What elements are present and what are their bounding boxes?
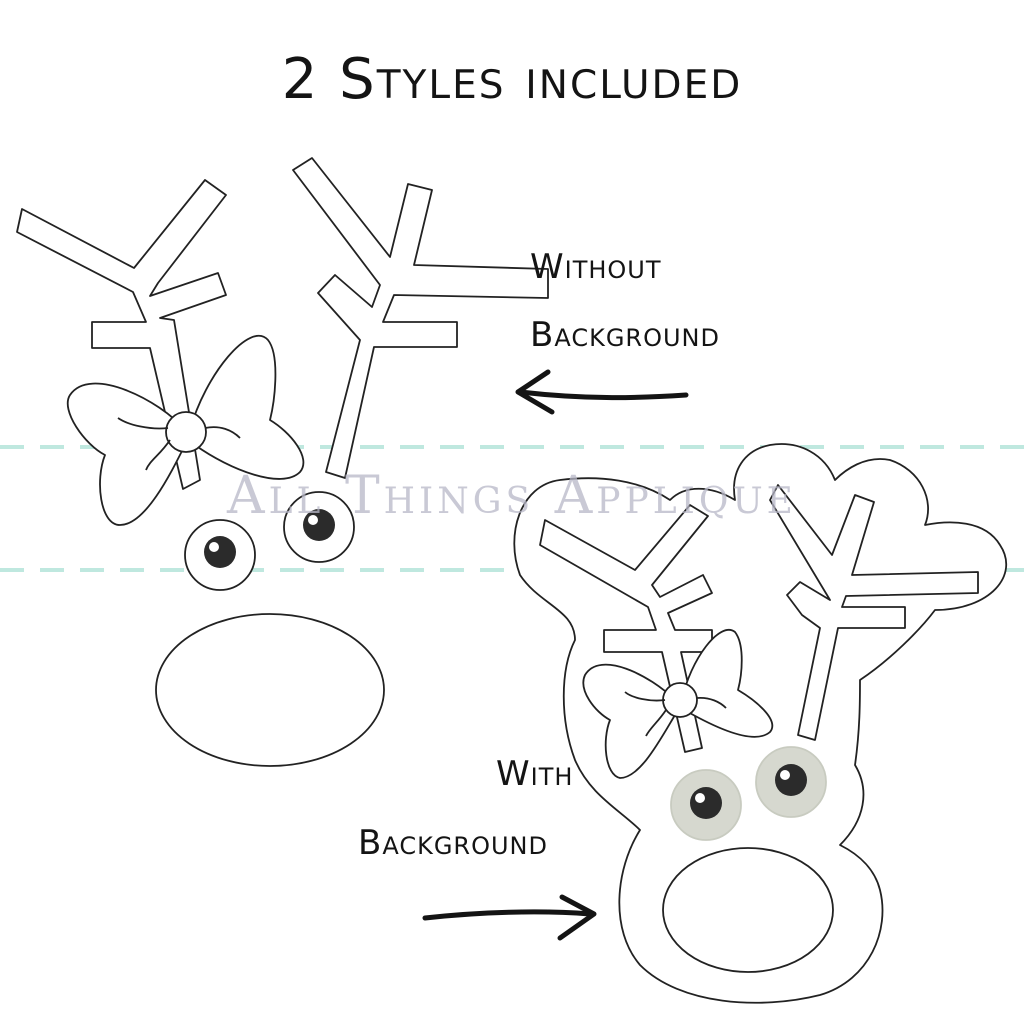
caption-with: With	[496, 754, 574, 794]
arrow-right-icon	[422, 894, 597, 941]
reindeer-without-background	[16, 157, 549, 767]
right-antler-small	[769, 484, 979, 741]
nose-outline	[662, 847, 834, 973]
nose	[155, 613, 385, 767]
bow-small	[582, 629, 773, 779]
reindeer-with-background	[513, 443, 1007, 1004]
caption-with-background: Background	[358, 823, 548, 863]
left-antler	[16, 179, 227, 490]
watermark: All Things Applique	[227, 466, 797, 526]
eyes	[184, 491, 355, 591]
page-title: 2 Styles included	[281, 47, 743, 112]
bow-knot-small	[662, 682, 698, 718]
caption-without: Without	[530, 247, 662, 287]
bow	[66, 334, 305, 526]
right-antler	[292, 157, 549, 479]
caption-without-background: Background	[530, 315, 720, 355]
arrow-left-icon	[515, 369, 689, 415]
bow-knot	[165, 411, 207, 453]
eyes-small	[670, 746, 827, 841]
